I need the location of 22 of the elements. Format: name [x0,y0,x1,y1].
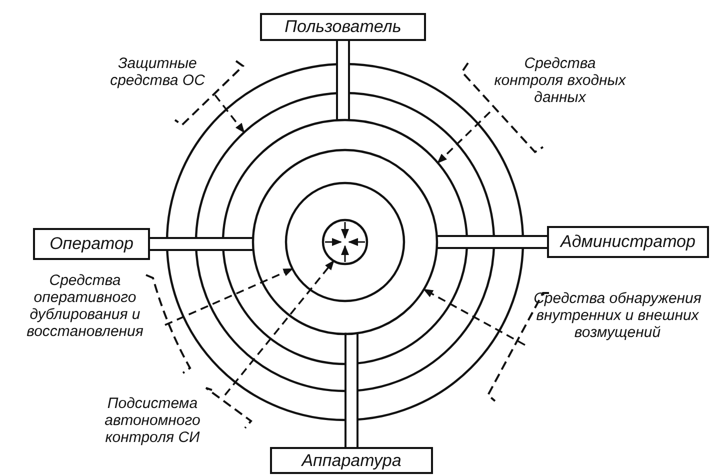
annotation-text: Средства обнаружения внутренних и внешних возмущений [525,290,710,341]
channel-line [150,237,254,251]
leader-arrow [214,94,245,134]
annotation-text: Средства контроля входных данных [490,55,630,106]
ring [222,118,468,366]
leader-arrow [164,268,294,326]
actor-box: Оператор [33,228,150,260]
leader-arrow [437,111,491,164]
actor-box: Аппаратура [270,447,433,474]
actor-box: Пользователь [260,13,426,41]
annotation-text: Средства оперативного дублирования и восстановления [5,272,165,340]
ring [322,218,368,266]
channel-line [336,41,350,121]
ring [252,148,438,336]
annotation-text: Защитные средства ОС [100,55,215,89]
leader-arrow [423,288,526,346]
annotation-text: Подсистема автономного контроля СИ [70,395,235,446]
actor-box: Администратор [547,226,709,258]
channel-line [436,235,547,249]
ring [194,92,496,392]
leader-arrow [224,260,334,396]
ring [284,182,406,302]
